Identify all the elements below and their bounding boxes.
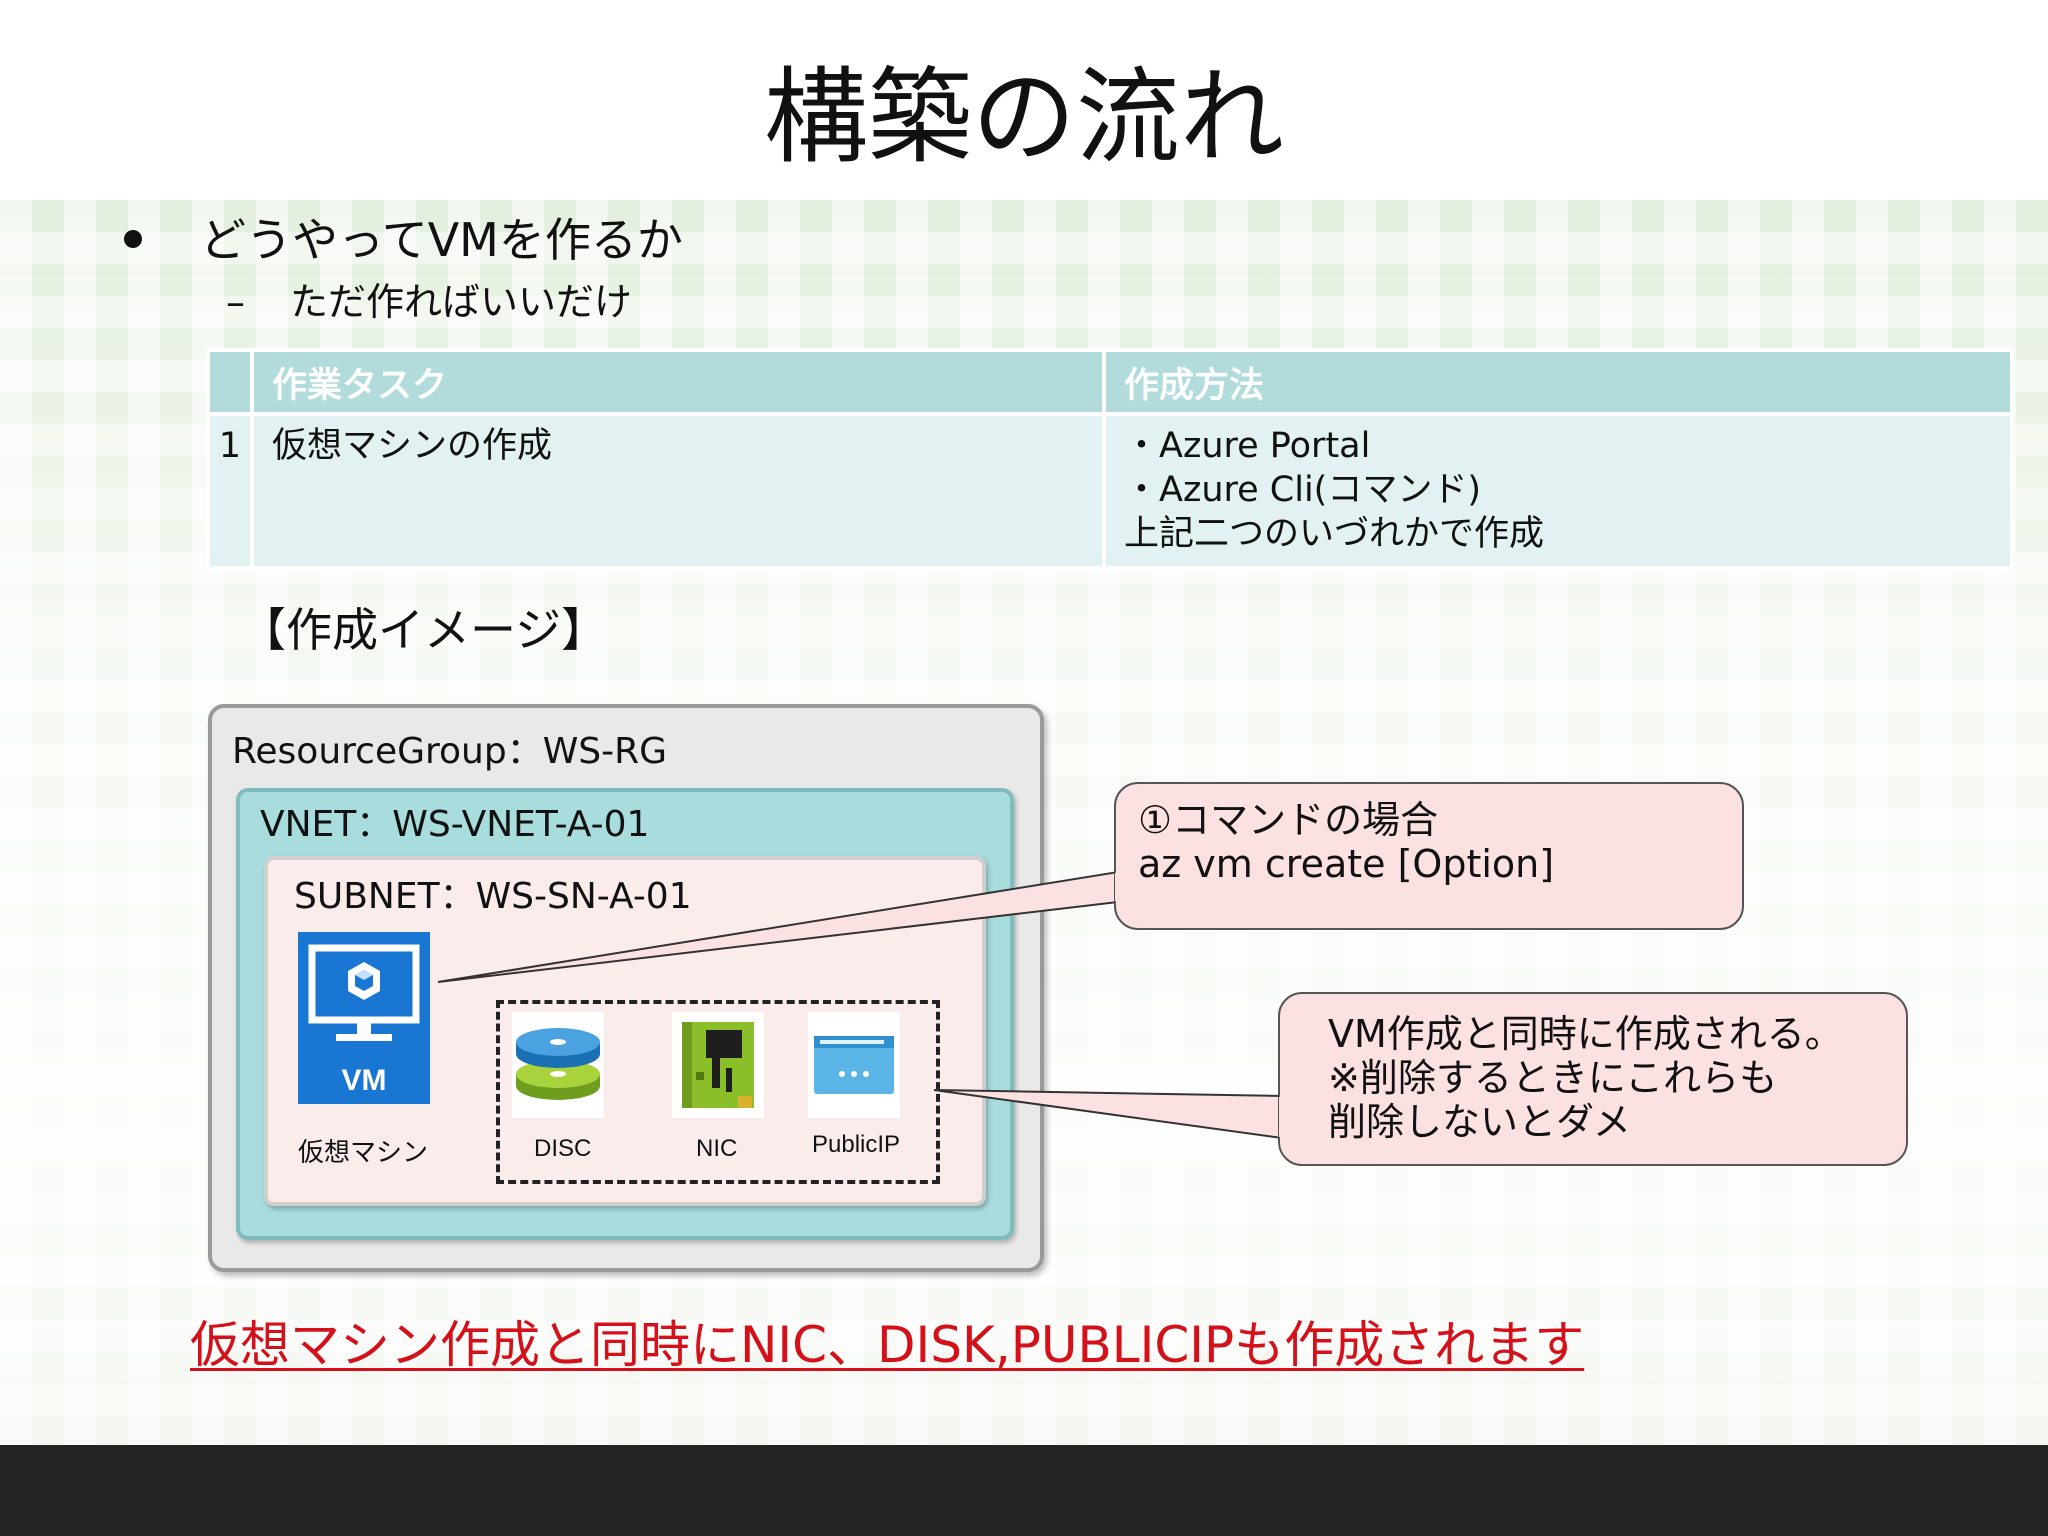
nic-icon <box>672 1012 764 1118</box>
resource-group-label: ResourceGroup：WS-RG <box>232 731 668 772</box>
vnet-box: VNET：WS-VNET-A-01 SUBNET：WS-SN-A-01 VM 仮… <box>236 788 1014 1240</box>
disk-icon <box>512 1012 604 1118</box>
bottom-bar <box>0 1445 2048 1536</box>
nic-label: NIC <box>696 1135 738 1162</box>
command-callout-line: az vm create [Option] <box>1138 842 1555 886</box>
method-line: ・Azure Portal <box>1124 426 1371 466</box>
resource-group-box: ResourceGroup：WS-RG VNET：WS-VNET-A-01 SU… <box>208 704 1044 1272</box>
monitor-icon <box>308 944 420 1041</box>
bullet-sub: ただ作ればいいだけ <box>290 280 633 324</box>
image-section-label: 【作成イメージ】 <box>240 603 608 657</box>
vnet-label: VNET：WS-VNET-A-01 <box>260 804 650 845</box>
header-number <box>206 348 254 416</box>
cell-task: 仮想マシンの作成 <box>250 412 1106 570</box>
header-method: 作成方法 <box>1102 348 2014 416</box>
disc-label: DISC <box>534 1135 592 1162</box>
slide-title: 構築の流れ <box>763 56 1284 178</box>
auto-created-callout-line: 削除しないとダメ <box>1328 1100 1631 1144</box>
vm-caption: 仮想マシン <box>298 1138 429 1168</box>
task-table: 作業タスク 作成方法 1 仮想マシンの作成 ・Azure Portal ・Azu… <box>206 348 2014 570</box>
auto-created-callout-line: ※削除するときにこれらも <box>1328 1056 1778 1100</box>
header-task: 作業タスク <box>250 348 1106 416</box>
method-line: ・Azure Cli(コマンド) <box>1124 470 1481 510</box>
cell-method: ・Azure Portal ・Azure Cli(コマンド) 上記二つのいづれか… <box>1102 412 2014 570</box>
bullet-main: どうやってVMを作るか <box>200 213 683 267</box>
bullet-dot <box>124 230 142 248</box>
table-header-row: 作業タスク 作成方法 <box>206 348 2014 416</box>
footer-note: 仮想マシン作成と同時にNIC、DISK,PUBLICIPも作成されます <box>190 1316 1585 1374</box>
vm-icon: VM <box>298 932 430 1104</box>
subnet-box: SUBNET：WS-SN-A-01 VM 仮想マシン <box>264 856 986 1206</box>
auto-created-callout-line: VM作成と同時に作成される。 <box>1328 1012 1843 1056</box>
public-ip-label: PublicIP <box>812 1131 901 1158</box>
vm-icon-label: VM <box>341 1064 387 1097</box>
auto-created-callout: VM作成と同時に作成される。 ※削除するときにこれらも 削除しないとダメ <box>1278 992 1908 1166</box>
command-callout: ①コマンドの場合 az vm create [Option] <box>1114 782 1744 930</box>
sub-bullet-dash: – <box>226 280 245 324</box>
cell-number: 1 <box>206 412 254 570</box>
table-row: 1 仮想マシンの作成 ・Azure Portal ・Azure Cli(コマンド… <box>206 412 2014 570</box>
subnet-label: SUBNET：WS-SN-A-01 <box>294 876 692 917</box>
method-line: 上記二つのいづれかで作成 <box>1124 514 1545 554</box>
public-ip-icon <box>808 1012 900 1118</box>
command-callout-line: ①コマンドの場合 <box>1138 798 1439 842</box>
auto-created-resources-group: DISC NIC PublicIP <box>496 1000 940 1184</box>
